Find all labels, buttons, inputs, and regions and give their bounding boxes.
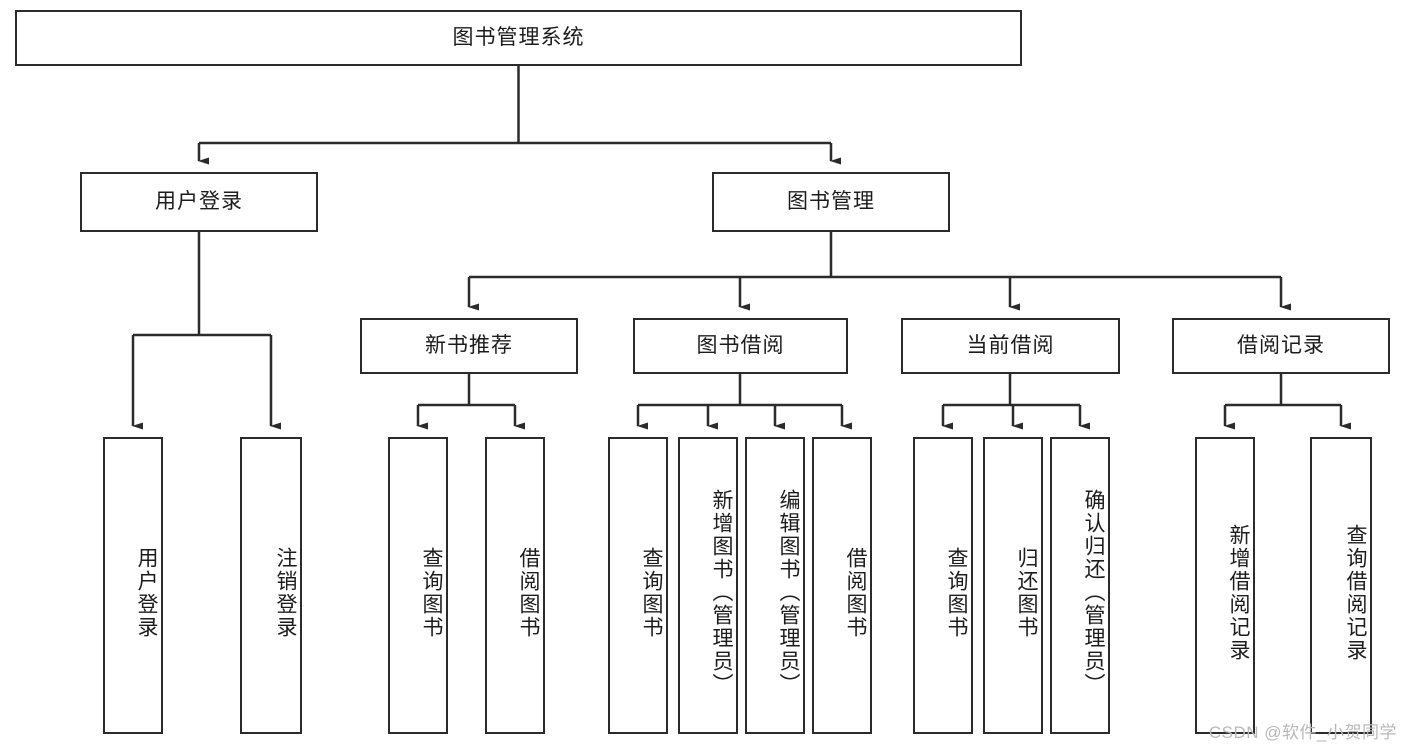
node-leaf-return-book-label: 归还图书 <box>1015 546 1038 639</box>
node-new-book-rec[interactable]: 新书推荐 <box>360 318 578 374</box>
node-leaf-add-book-label: 新增图书（管理员） <box>710 489 733 696</box>
node-borrow-record-label: 借阅记录 <box>1237 334 1325 358</box>
node-user-login[interactable]: 用户登录 <box>80 172 318 232</box>
node-leaf-add-borrow-record-label: 新增借阅记录 <box>1227 523 1250 662</box>
node-leaf-query-book-borrow[interactable]: 查询图书 <box>608 437 668 734</box>
node-leaf-query-borrow-record-label: 查询借阅记录 <box>1344 523 1367 662</box>
node-leaf-return-book[interactable]: 归还图书 <box>983 437 1043 734</box>
node-current-borrow[interactable]: 当前借阅 <box>901 318 1120 374</box>
node-book-manage[interactable]: 图书管理 <box>712 172 950 232</box>
node-new-book-rec-label: 新书推荐 <box>425 334 513 358</box>
node-leaf-query-book-borrow-label: 查询图书 <box>640 546 663 639</box>
node-leaf-edit-book-label: 编辑图书（管理员） <box>777 489 800 696</box>
node-leaf-borrow-book-label: 借阅图书 <box>844 546 867 639</box>
node-leaf-query-book-rec[interactable]: 查询图书 <box>388 437 448 734</box>
watermark: CSDN @软件_小贺同学 <box>1208 723 1397 742</box>
node-leaf-query-book-current-label: 查询图书 <box>945 546 968 639</box>
node-book-manage-label: 图书管理 <box>787 190 875 214</box>
node-current-borrow-label: 当前借阅 <box>966 334 1055 358</box>
node-leaf-user-logout[interactable]: 注销登录 <box>240 437 302 734</box>
node-leaf-confirm-return[interactable]: 确认归还（管理员） <box>1050 437 1110 734</box>
node-leaf-confirm-return-label: 确认归还（管理员） <box>1082 489 1105 696</box>
node-leaf-query-book-current[interactable]: 查询图书 <box>913 437 973 734</box>
node-leaf-add-borrow-record[interactable]: 新增借阅记录 <box>1195 437 1255 734</box>
node-leaf-borrow-book[interactable]: 借阅图书 <box>812 437 872 734</box>
node-root[interactable]: 图书管理系统 <box>15 10 1022 66</box>
node-leaf-borrow-book-rec[interactable]: 借阅图书 <box>485 437 545 734</box>
node-borrow-record[interactable]: 借阅记录 <box>1172 318 1390 374</box>
node-leaf-user-logout-label: 注销登录 <box>274 546 297 639</box>
node-book-borrow[interactable]: 图书借阅 <box>633 318 848 374</box>
node-leaf-edit-book[interactable]: 编辑图书（管理员） <box>745 437 805 734</box>
node-leaf-user-login-label: 用户登录 <box>135 546 158 639</box>
node-leaf-user-login[interactable]: 用户登录 <box>103 437 163 734</box>
node-root-label: 图书管理系统 <box>452 26 585 50</box>
node-leaf-query-book-rec-label: 查询图书 <box>420 546 443 639</box>
node-leaf-borrow-book-rec-label: 借阅图书 <box>517 546 540 639</box>
node-book-borrow-label: 图书借阅 <box>696 334 785 358</box>
node-leaf-query-borrow-record[interactable]: 查询借阅记录 <box>1310 437 1372 734</box>
node-user-login-label: 用户登录 <box>155 190 243 214</box>
node-leaf-add-book[interactable]: 新增图书（管理员） <box>678 437 738 734</box>
